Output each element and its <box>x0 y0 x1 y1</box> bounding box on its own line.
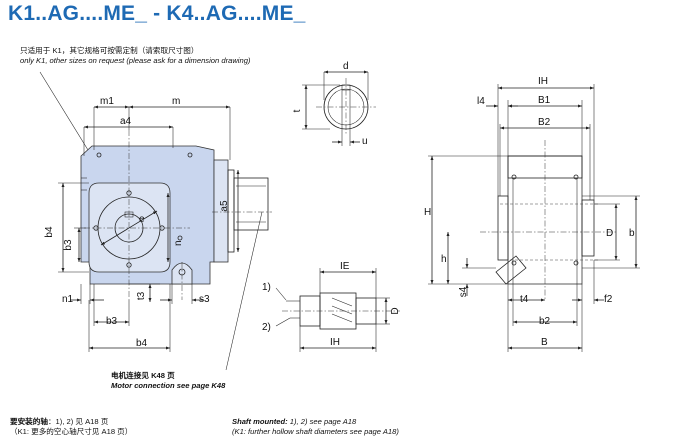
side-view: IH l4 B1 B2 H h s4 D b <box>424 76 640 352</box>
motor-note-en: Motor connection see page K48 <box>111 381 226 390</box>
dim-a5: a5 <box>219 200 230 212</box>
dim-B: B <box>541 337 548 348</box>
dim-D-side: D <box>606 228 613 239</box>
side-shaft-left <box>497 195 509 261</box>
sizes-note: 只适用于 K1，其它规格可按需定制（请索取尺寸图） only K1, other… <box>20 46 250 66</box>
dim-m: m <box>172 96 180 107</box>
dim-IH-side: IH <box>538 76 548 87</box>
marker-1: 1) <box>262 282 271 293</box>
dim-t-shaft: t <box>292 109 303 112</box>
marker-2: 2) <box>262 322 271 333</box>
dim-d-shaft: d <box>343 61 349 72</box>
dim-B2: B2 <box>538 117 551 128</box>
shaft-note-cn-line2: （K1: 更多的空心轴尺寸见 A18 页） <box>10 427 133 436</box>
dim-b: b <box>629 228 635 239</box>
dim-s3: s3 <box>199 294 210 305</box>
sizes-note-en: only K1, other sizes on request (please … <box>20 56 251 65</box>
motor-note-cn: 电机连接见 K48 页 <box>111 371 175 380</box>
dim-b4-vertical: b4 <box>44 226 55 238</box>
dim-b3-vertical: b3 <box>63 239 74 251</box>
dim-t4: t4 <box>520 294 529 305</box>
shaft-note-en-line2: (K1: further hollow shaft diameters see … <box>232 427 399 436</box>
dim-t3: t3 <box>136 291 147 300</box>
dim-n: n <box>173 240 184 246</box>
shaft-mounted-note-cn: 要安装的轴：1), 2) 见 A18 页 （K1: 更多的空心轴尺寸见 A18 … <box>10 417 132 437</box>
dim-e: e <box>139 214 145 225</box>
motor-flange-outline <box>233 177 269 231</box>
shaft-section-view: d t u <box>292 61 376 147</box>
dim-f2: f2 <box>604 294 613 305</box>
page-title: K1..AG....ME_ - K4..AG....ME_ <box>8 2 306 25</box>
shaft-note-en-bold: Shaft mounted: <box>232 417 288 426</box>
motor-note-leader <box>225 211 263 371</box>
dim-D-hollow: D <box>390 307 401 314</box>
dim-IH-hollow: IH <box>330 337 340 348</box>
dim-u-shaft: u <box>362 136 368 147</box>
dim-s4: s4 <box>458 286 469 297</box>
dim-h: h <box>441 254 447 265</box>
dim-l4: l4 <box>477 96 485 107</box>
dim-n1: n1 <box>62 294 74 305</box>
shaft-mounted-note-en: Shaft mounted: 1), 2) see page A18 (K1: … <box>232 417 399 437</box>
motor-connection-note: 电机连接见 K48 页 Motor connection see page K4… <box>111 371 225 391</box>
dim-IE: IE <box>340 261 350 272</box>
dim-b3-bottom: b3 <box>106 316 118 327</box>
dim-H: H <box>424 207 431 218</box>
shaft-note-cn-bold: 要安装的轴 <box>10 417 48 426</box>
shaft-note-en-rest: 1), 2) see page A18 <box>287 417 357 426</box>
front-view: m1 m a4 b4 b3 e n a5 t3 s3 <box>39 71 272 371</box>
dim-b4-bottom: b4 <box>136 338 148 349</box>
side-shaft-right <box>581 199 595 257</box>
dim-a4: a4 <box>120 116 132 127</box>
sizes-note-cn: 只适用于 K1，其它规格可按需定制（请索取尺寸图） <box>20 46 199 55</box>
shaft-note-cn-rest: ：1), 2) 见 A18 页 <box>47 417 109 426</box>
dim-B1: B1 <box>538 95 551 106</box>
dim-m1: m1 <box>100 96 114 107</box>
note-leader-line <box>39 71 89 151</box>
dim-b2: b2 <box>539 316 551 327</box>
hollow-shaft-detail: 1) 2) IE IH D <box>262 261 401 352</box>
